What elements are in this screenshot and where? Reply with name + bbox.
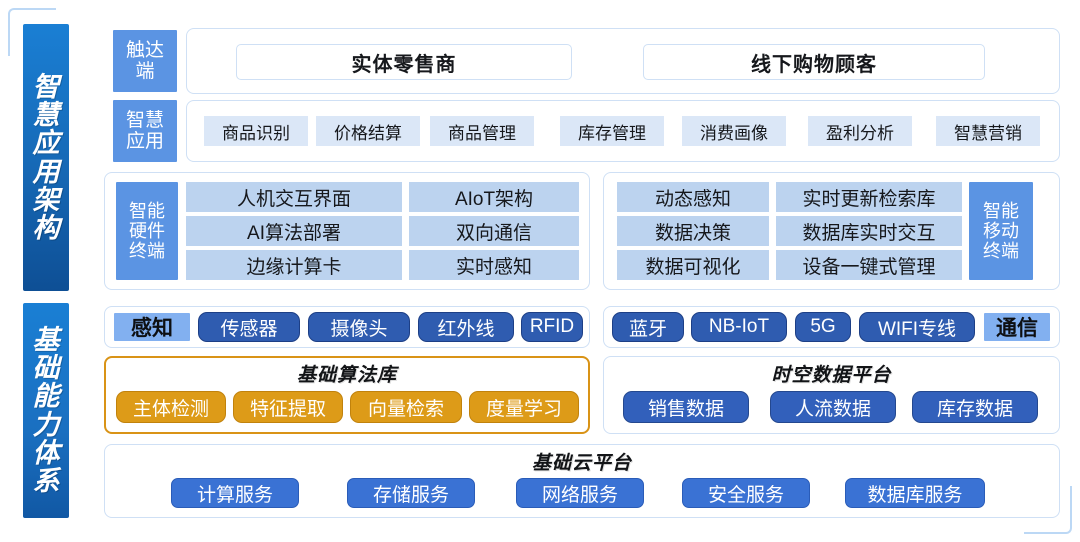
sensing-pill-infrared[interactable]: 红外线 bbox=[418, 312, 514, 342]
comm-pill-bluetooth[interactable]: 蓝牙 bbox=[612, 312, 684, 342]
rail-smart-application-architecture: 智慧应用架构 bbox=[23, 24, 69, 291]
hardware-cell-hmi[interactable]: 人机交互界面 bbox=[186, 182, 402, 212]
algo-pill-metric-learning[interactable]: 度量学习 bbox=[469, 391, 579, 423]
algo-pill-feature-extraction[interactable]: 特征提取 bbox=[233, 391, 343, 423]
sensing-pill-rfid[interactable]: RFID bbox=[521, 312, 583, 342]
hardware-cell-bidirectional-comm[interactable]: 双向通信 bbox=[409, 216, 579, 246]
side-label-smart-mobile-terminal: 智能移动终端 bbox=[969, 182, 1033, 280]
rail-label: 基础能力体系 bbox=[32, 325, 60, 496]
side-label-smart-hardware-terminal: 智能硬件终端 bbox=[116, 182, 178, 280]
mobile-cell-dynamic-sensing[interactable]: 动态感知 bbox=[617, 182, 769, 212]
sensing-pill-sensor[interactable]: 传感器 bbox=[198, 312, 300, 342]
cloud-pill-compute-service[interactable]: 计算服务 bbox=[171, 478, 299, 508]
side-label-smart-application: 智慧应用 bbox=[113, 100, 177, 162]
cloud-pill-storage-service[interactable]: 存储服务 bbox=[347, 478, 475, 508]
mobile-cell-realtime-index-update[interactable]: 实时更新检索库 bbox=[776, 182, 962, 212]
sensing-pill-camera[interactable]: 摄像头 bbox=[308, 312, 410, 342]
cloud-pill-security-service[interactable]: 安全服务 bbox=[682, 478, 810, 508]
rail-label: 智慧应用架构 bbox=[32, 72, 60, 243]
cloud-pill-database-service[interactable]: 数据库服务 bbox=[845, 478, 985, 508]
app-tag-product-recognition[interactable]: 商品识别 bbox=[204, 116, 308, 146]
cloud-pill-network-service[interactable]: 网络服务 bbox=[516, 478, 644, 508]
app-tag-inventory-management[interactable]: 库存管理 bbox=[560, 116, 664, 146]
app-tag-price-settlement[interactable]: 价格结算 bbox=[316, 116, 420, 146]
mobile-cell-one-click-device-mgmt[interactable]: 设备一键式管理 bbox=[776, 250, 962, 280]
comm-pill-nbiot[interactable]: NB-IoT bbox=[691, 312, 787, 342]
spacetime-pill-footfall-data[interactable]: 人流数据 bbox=[770, 391, 896, 423]
mobile-cell-data-decision[interactable]: 数据决策 bbox=[617, 216, 769, 246]
communication-highlight-label: 通信 bbox=[984, 313, 1050, 341]
algorithm-library-title: 基础算法库 bbox=[296, 364, 397, 386]
hardware-cell-edge-compute-card[interactable]: 边缘计算卡 bbox=[186, 250, 402, 280]
hardware-cell-aiot-architecture[interactable]: AIoT架构 bbox=[409, 182, 579, 212]
spacetime-data-platform-title: 时空数据平台 bbox=[771, 364, 892, 386]
hardware-cell-ai-algorithm-deploy[interactable]: AI算法部署 bbox=[186, 216, 402, 246]
side-label-touchpoint: 触达端 bbox=[113, 30, 177, 92]
algo-pill-subject-detection[interactable]: 主体检测 bbox=[116, 391, 226, 423]
mobile-cell-db-realtime-interaction[interactable]: 数据库实时交互 bbox=[776, 216, 962, 246]
spacetime-pill-sales-data[interactable]: 销售数据 bbox=[623, 391, 749, 423]
cloud-platform-title: 基础云平台 bbox=[531, 452, 632, 474]
app-tag-product-management[interactable]: 商品管理 bbox=[430, 116, 534, 146]
comm-pill-5g[interactable]: 5G bbox=[795, 312, 851, 342]
app-tag-smart-marketing[interactable]: 智慧营销 bbox=[936, 116, 1040, 146]
comm-pill-wifi-line[interactable]: WIFI专线 bbox=[859, 312, 975, 342]
touchpoint-chip-customer[interactable]: 线下购物顾客 bbox=[643, 44, 985, 80]
spacetime-pill-inventory-data[interactable]: 库存数据 bbox=[912, 391, 1038, 423]
app-tag-profit-analysis[interactable]: 盈利分析 bbox=[808, 116, 912, 146]
hardware-cell-realtime-sensing[interactable]: 实时感知 bbox=[409, 250, 579, 280]
rail-foundation-capability-system: 基础能力体系 bbox=[23, 303, 69, 518]
app-tag-consumer-profile[interactable]: 消费画像 bbox=[682, 116, 786, 146]
touchpoint-chip-retailer[interactable]: 实体零售商 bbox=[236, 44, 572, 80]
algo-pill-vector-retrieval[interactable]: 向量检索 bbox=[350, 391, 462, 423]
sensing-highlight-label: 感知 bbox=[114, 313, 190, 341]
mobile-cell-data-visualization[interactable]: 数据可视化 bbox=[617, 250, 769, 280]
